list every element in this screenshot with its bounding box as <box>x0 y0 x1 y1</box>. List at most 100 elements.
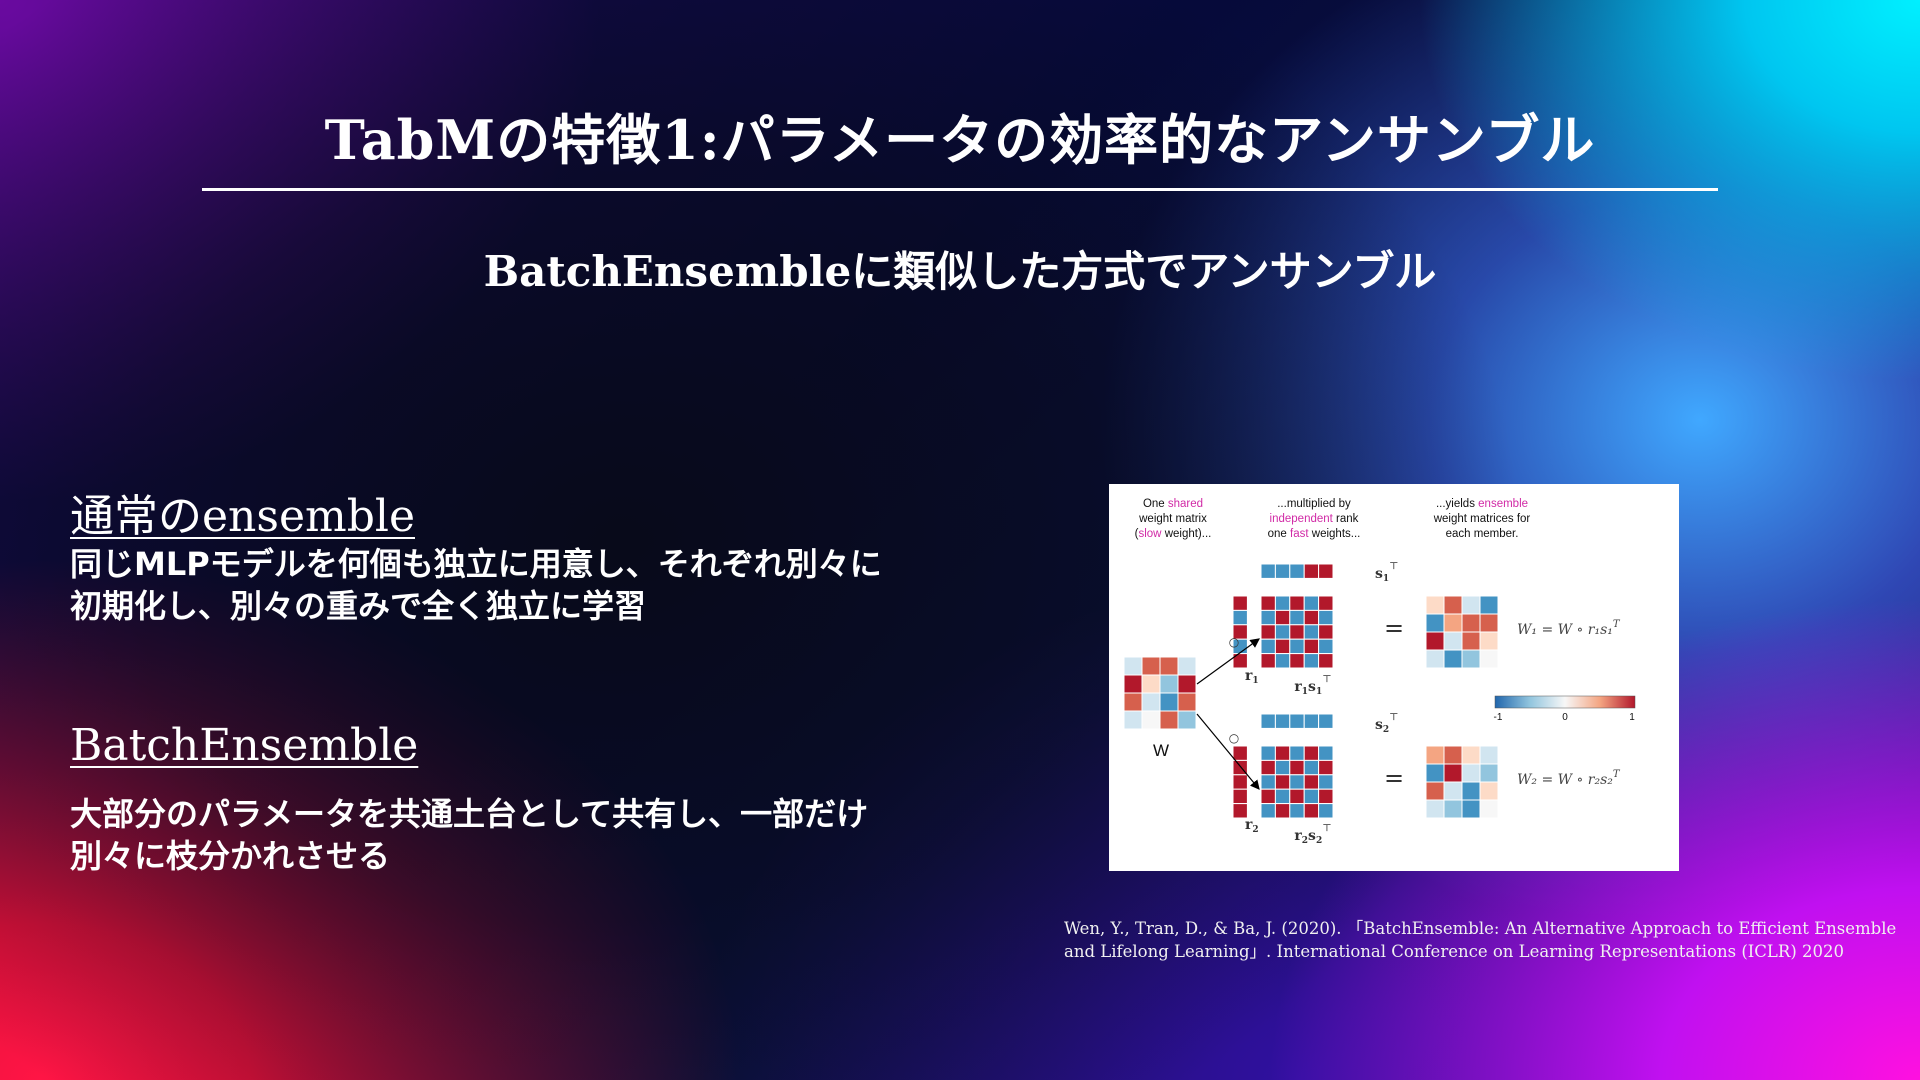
matrix-W2-cell <box>1425 745 1445 765</box>
vector-r2-cell <box>1232 745 1248 761</box>
slide-title: TabMの特徴1:パラメータの効率的なアンサンブル <box>324 108 1596 172</box>
matrix-r1s1-cell <box>1289 595 1305 611</box>
matrix-W-cell <box>1177 692 1197 712</box>
matrix-W-cell <box>1159 692 1179 712</box>
vector-s1-cell <box>1318 563 1334 579</box>
citation: Wen, Y., Tran, D., & Ba, J. (2020). 「Bat… <box>1064 917 1897 963</box>
matrix-r1s1-cell <box>1289 653 1305 669</box>
matrix-W1-cell <box>1443 649 1463 669</box>
matrix-W-cell <box>1141 710 1161 730</box>
colorbar <box>1494 695 1636 709</box>
vector-s2-cell <box>1318 713 1334 729</box>
colorbar-tick-mid: 0 <box>1562 712 1568 723</box>
caption-col2-line3: one fast weights... <box>1268 528 1361 540</box>
vector-r2-cell <box>1232 803 1248 819</box>
matrix-W2-cell <box>1461 745 1481 765</box>
matrix-r1s1-cell <box>1260 653 1276 669</box>
matrix-W-cell <box>1159 710 1179 730</box>
vector-s1-cell <box>1274 563 1291 579</box>
matrix-r2s2-cell <box>1303 774 1320 790</box>
citation-line-1: Wen, Y., Tran, D., & Ba, J. (2020). 「Bat… <box>1064 919 1897 938</box>
matrix-r2s2-cell <box>1318 788 1334 805</box>
label-r1: r1 <box>1245 668 1259 686</box>
matrix-r1s1-cell <box>1318 624 1334 640</box>
matrix-r2s2-cell <box>1289 803 1305 819</box>
equals-symbol-1: = <box>1384 614 1404 642</box>
matrix-W1-cell <box>1443 613 1463 633</box>
label-s2: s2⊤ <box>1375 712 1399 735</box>
matrix-W2-cell <box>1461 763 1481 783</box>
matrix-W2-cell <box>1479 799 1499 819</box>
vector-s1-cell <box>1260 563 1276 579</box>
matrix-r2s2-cell <box>1260 759 1276 776</box>
matrix-r1s1-cell <box>1303 595 1320 611</box>
vector-r2-cell <box>1232 788 1248 805</box>
matrix-r2s2-cell <box>1318 774 1334 790</box>
matrix-W-cell <box>1123 710 1143 730</box>
matrix-W2-cell <box>1461 781 1481 801</box>
matrix-W1-cell <box>1461 595 1481 615</box>
vector-s2-cell <box>1289 713 1305 729</box>
matrix-r1s1-cell <box>1289 624 1305 640</box>
matrix-r1s1-cell <box>1274 653 1291 669</box>
title-divider <box>202 188 1718 191</box>
matrix-r2s2-cell <box>1303 803 1320 819</box>
matrix-W1-cell <box>1425 649 1445 669</box>
equation-W1: W₁ = W ∘ r₁s₁T <box>1517 619 1621 638</box>
matrix-r1s1-cell <box>1289 638 1305 655</box>
matrix-r1s1-cell <box>1274 638 1291 655</box>
matrix-r2s2-cell <box>1260 788 1276 805</box>
vector-r1-cell <box>1232 595 1248 611</box>
body-line: 初期化し、別々の重みで全く独立に学習 <box>70 587 647 625</box>
caption-col1-line1: One shared <box>1143 498 1203 510</box>
vector-s2-cell <box>1303 713 1320 729</box>
matrix-W2-cell <box>1443 781 1463 801</box>
batchensemble-figure: One shared weight matrix (slow weight)..… <box>1109 484 1679 871</box>
matrix-r1s1-cell <box>1318 638 1334 655</box>
body-line: 同じMLPモデルを何個も独立に用意し、それぞれ別々に <box>70 545 882 583</box>
vector-r1-cell <box>1232 609 1248 626</box>
body-line: 大部分のパラメータを共通土台として共有し、一部だけ <box>70 795 869 833</box>
matrix-W1-cell <box>1425 595 1445 615</box>
matrix-r1s1-cell <box>1303 638 1320 655</box>
hadamard-symbol-2: ○ <box>1229 731 1239 745</box>
matrix-r2s2-cell <box>1318 745 1334 761</box>
matrix-W2-cell <box>1479 763 1499 783</box>
label-r2s2: r2s2⊤ <box>1294 823 1331 846</box>
matrix-W1-cell <box>1461 613 1481 633</box>
equation-W2: W₂ = W ∘ r₂s₂T <box>1517 769 1621 788</box>
matrix-r1s1-cell <box>1260 638 1276 655</box>
slide-subtitle: BatchEnsembleに類似した方式でアンサンブル <box>483 247 1437 296</box>
section-body-normal-ensemble: 同じMLPモデルを何個も独立に用意し、それぞれ別々に 初期化し、別々の重みで全く… <box>70 543 1010 627</box>
matrix-r2s2-cell <box>1318 803 1334 819</box>
matrix-r2s2-cell <box>1260 803 1276 819</box>
matrix-r1s1-cell <box>1260 624 1276 640</box>
label-r1s1: r1s1⊤ <box>1294 674 1331 697</box>
colorbar-tick-min: -1 <box>1494 712 1503 723</box>
vector-s1-cell <box>1289 563 1305 579</box>
matrix-W-cell <box>1177 710 1197 730</box>
matrix-W1-cell <box>1443 631 1463 651</box>
matrix-r1s1-cell <box>1303 653 1320 669</box>
matrix-W1-cell <box>1425 613 1445 633</box>
matrix-W-cell <box>1177 674 1197 694</box>
vector-s2-cell <box>1274 713 1291 729</box>
matrix-r2s2-cell <box>1289 774 1305 790</box>
section-heading-batchensemble: BatchEnsemble <box>70 720 419 771</box>
matrix-r1s1-cell <box>1274 609 1291 626</box>
matrix-W1-cell <box>1425 631 1445 651</box>
matrix-r1s1-cell <box>1260 609 1276 626</box>
matrix-W1-cell <box>1479 631 1499 651</box>
arrow-to-r2 <box>1196 713 1260 790</box>
matrix-W2-cell <box>1425 799 1445 819</box>
matrix-r2s2-cell <box>1289 788 1305 805</box>
caption-col2-line2: independent rank <box>1270 513 1359 525</box>
matrix-r1s1-cell <box>1318 595 1334 611</box>
matrix-W2-cell <box>1443 745 1463 765</box>
batchensemble-diagram: One shared weight matrix (slow weight)..… <box>1123 498 1636 846</box>
vector-s2-cell <box>1260 713 1276 729</box>
label-s1: s1⊤ <box>1375 561 1399 584</box>
hadamard-symbol-1: ○ <box>1229 635 1239 649</box>
matrix-W-cell <box>1123 692 1143 712</box>
vector-r1-cell <box>1232 653 1248 669</box>
